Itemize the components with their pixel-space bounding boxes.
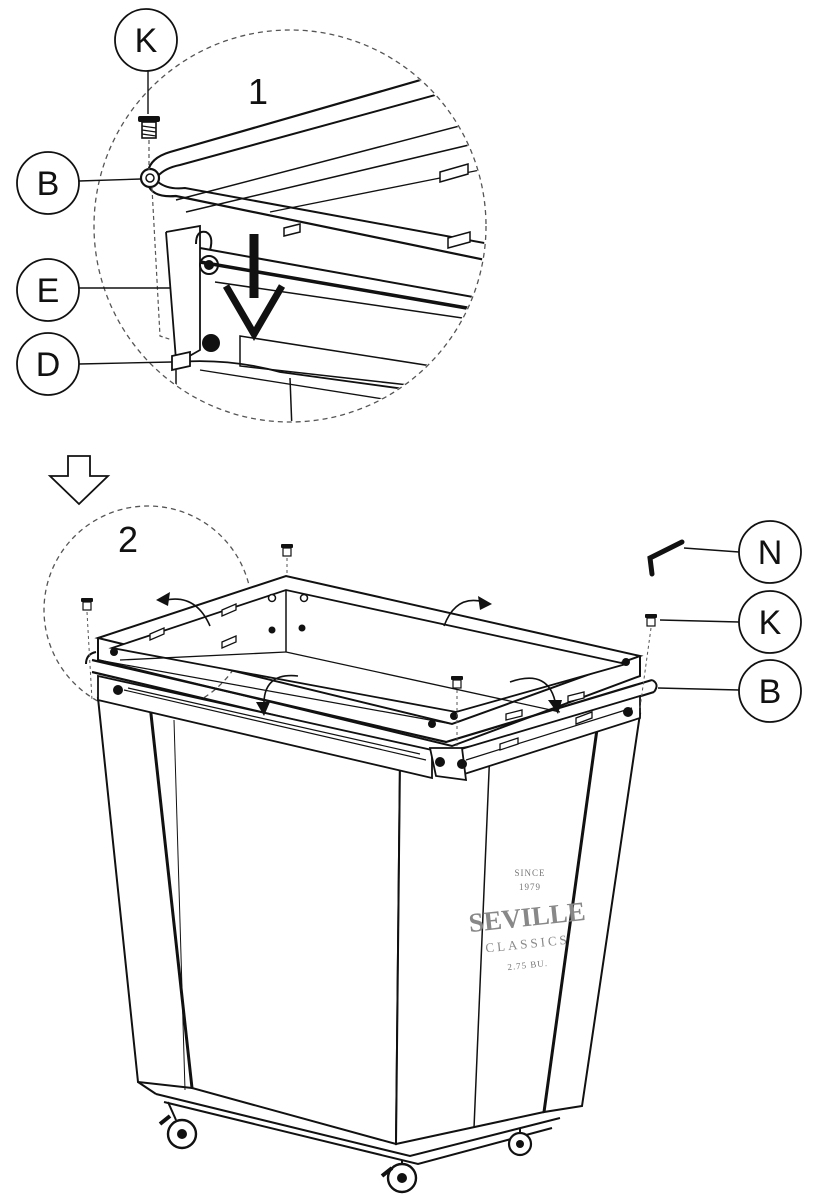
label-b-bottom: B <box>657 659 802 723</box>
label-n: N <box>683 520 802 584</box>
rotate-arrow-icon <box>443 596 492 627</box>
arrow-down-icon <box>222 234 286 341</box>
alignment-guide <box>151 187 173 341</box>
rotate-arrow-icon <box>509 677 562 714</box>
label-b-top: B <box>16 151 142 215</box>
step-number-1: 1 <box>248 71 268 112</box>
frame-closeup <box>146 58 485 421</box>
label-e: E <box>16 258 170 322</box>
screw-k-icon <box>451 676 463 746</box>
caster-right-icon <box>507 1128 533 1157</box>
label-b-bottom-text: B <box>759 673 782 711</box>
label-k-top: K <box>114 8 178 114</box>
label-n-text: N <box>758 534 783 572</box>
step-number-2: 2 <box>118 519 138 560</box>
caster-front-icon <box>380 1160 418 1194</box>
laundry-cart: SINCE 1979 SEVILLE CLASSICS 2.75 BU. <box>81 539 685 1194</box>
screw-k-icon <box>138 116 160 139</box>
allen-key-icon <box>647 539 685 577</box>
caster-left-icon <box>158 1101 198 1150</box>
rotate-arrow-icon <box>156 592 211 627</box>
logo-year: 1979 <box>519 882 541 892</box>
rotate-arrow-icon <box>256 674 299 716</box>
label-k-bottom-text: K <box>759 604 782 642</box>
detail-circle-1 <box>93 29 487 423</box>
screw-k-icon <box>281 544 293 576</box>
logo-since: SINCE <box>514 868 545 878</box>
label-b-top-text: B <box>37 165 60 203</box>
rail-end-cap <box>139 167 161 189</box>
label-d-text: D <box>36 346 61 384</box>
label-e-text: E <box>37 272 60 310</box>
screw-k-icon <box>81 598 93 701</box>
label-k-top-text: K <box>135 22 158 60</box>
label-k-bottom: K <box>659 590 802 654</box>
screw-k-icon <box>639 614 657 709</box>
next-step-arrow-icon <box>47 455 111 506</box>
label-d: D <box>16 332 173 396</box>
logo-capacity: 2.75 BU. <box>507 958 549 972</box>
step-1-detail: 1 <box>93 29 487 423</box>
